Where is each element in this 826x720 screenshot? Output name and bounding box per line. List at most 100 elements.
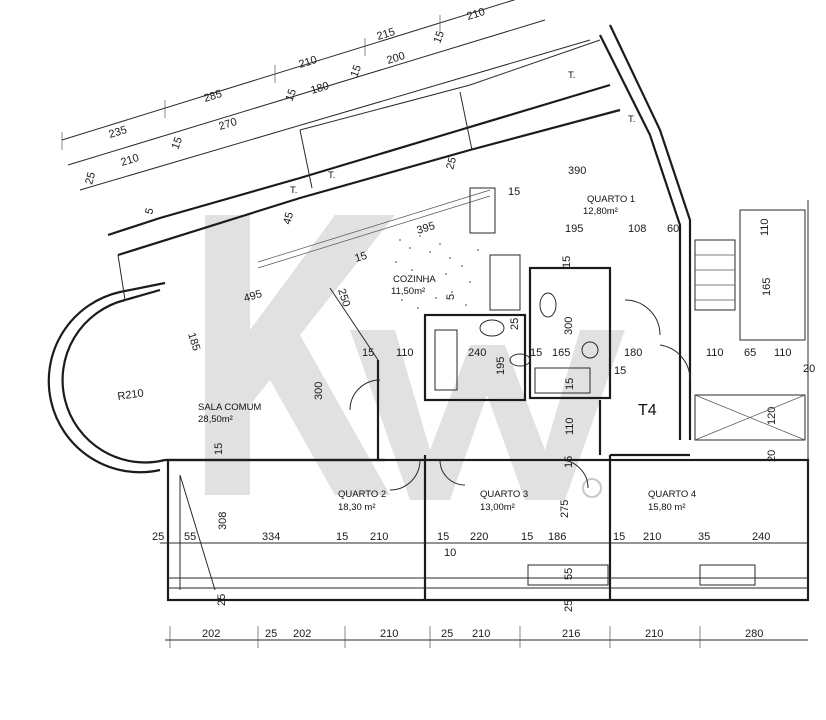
dim-b1-10: 10 bbox=[444, 547, 456, 559]
dim-5: 5 bbox=[445, 294, 457, 300]
dim-240: 240 bbox=[468, 347, 486, 359]
cozinha-name: COZINHA bbox=[393, 274, 436, 285]
quarto1-area: 12,80m² bbox=[583, 206, 618, 217]
quarto2-name: QUARTO 2 bbox=[338, 489, 386, 500]
dim-b1-15d: 15 bbox=[613, 531, 625, 543]
dim-495: 495 bbox=[242, 288, 263, 305]
dim-row3-25: 25 bbox=[83, 171, 98, 186]
dim-row3-15: 15 bbox=[508, 186, 520, 198]
top-dimension-chains bbox=[61, 0, 591, 191]
dim-row2-180: 180 bbox=[309, 80, 330, 97]
dim-b2-216: 216 bbox=[562, 628, 580, 640]
dim-60: 60 bbox=[667, 223, 679, 235]
quarto4-area: 15,80 m² bbox=[648, 502, 686, 513]
sala-area: 28,50m² bbox=[198, 414, 233, 425]
dim-275: 275 bbox=[559, 500, 571, 518]
typology-label: T4 bbox=[638, 402, 657, 419]
dim-110d: 110 bbox=[774, 347, 792, 359]
dim-195: 195 bbox=[565, 223, 583, 235]
dim-b1-15a: 15 bbox=[336, 531, 348, 543]
kw-watermark bbox=[205, 215, 625, 500]
sala-name: SALA COMUM bbox=[198, 402, 261, 413]
dim-15d: 15 bbox=[614, 365, 626, 377]
dim-top-215: 215 bbox=[375, 26, 396, 43]
radius-label: R210 bbox=[117, 387, 145, 403]
dim-15f: 15 bbox=[561, 256, 573, 268]
dim-b1-35: 35 bbox=[698, 531, 710, 543]
dim-15c: 15 bbox=[564, 378, 576, 390]
dim-b1-334: 334 bbox=[262, 531, 280, 543]
bottom-dimension-row2 bbox=[165, 626, 808, 648]
terrace-mark-4: T. bbox=[628, 114, 635, 125]
dim-20a: 20 bbox=[803, 363, 815, 375]
dim-15e: 15 bbox=[353, 250, 368, 265]
dim-390: 390 bbox=[568, 165, 586, 177]
dim-b2-25a: 25 bbox=[265, 628, 277, 640]
dim-195b: 195 bbox=[495, 357, 507, 375]
terrace-mark-2: T. bbox=[328, 170, 335, 181]
dim-row2-15a: 15 bbox=[170, 135, 185, 151]
dim-b1-55: 55 bbox=[184, 531, 196, 543]
quarto1-name: QUARTO 1 bbox=[587, 194, 635, 205]
quarto2-area: 18,30 m² bbox=[338, 502, 376, 513]
dim-row2-15b: 15 bbox=[284, 87, 299, 103]
dim-b2-280: 280 bbox=[745, 628, 763, 640]
dim-15a: 15 bbox=[362, 347, 374, 359]
dim-20b: 20 bbox=[766, 450, 778, 462]
quarto3-area: 13,00m² bbox=[480, 502, 515, 513]
dim-110b: 110 bbox=[564, 417, 576, 435]
dim-top-285: 285 bbox=[202, 88, 223, 105]
dim-165b: 165 bbox=[761, 278, 773, 296]
cozinha-area: 11,50m² bbox=[391, 286, 425, 297]
dim-b1-240: 240 bbox=[752, 531, 770, 543]
dim-108: 108 bbox=[628, 223, 646, 235]
dim-110a: 110 bbox=[396, 347, 414, 359]
walls bbox=[47, 24, 810, 602]
dim-row2-15d: 15 bbox=[432, 29, 447, 45]
dim-misc-55: 55 bbox=[563, 568, 575, 580]
dim-300a: 300 bbox=[313, 382, 325, 400]
dim-250: 250 bbox=[335, 287, 352, 308]
dim-b2-25b: 25 bbox=[441, 628, 453, 640]
dim-300b: 300 bbox=[563, 317, 575, 335]
dim-65: 65 bbox=[744, 347, 756, 359]
dim-row2-210: 210 bbox=[119, 152, 140, 169]
kitchen-hatch bbox=[395, 235, 479, 309]
dim-row3-45: 45 bbox=[281, 211, 296, 226]
dim-b1-25: 25 bbox=[152, 531, 164, 543]
dim-b1-210a: 210 bbox=[370, 531, 388, 543]
dim-15g: 15 bbox=[213, 443, 225, 455]
dim-185: 185 bbox=[185, 331, 202, 352]
dim-110e: 110 bbox=[759, 218, 771, 236]
dim-b1-15c: 15 bbox=[521, 531, 533, 543]
dim-top-235: 235 bbox=[107, 124, 128, 141]
dim-110c: 110 bbox=[706, 347, 724, 359]
dim-top-210b: 210 bbox=[465, 6, 486, 23]
dim-row2-200: 200 bbox=[385, 50, 406, 67]
dim-b2-202b: 202 bbox=[293, 628, 311, 640]
dim-b1-186: 186 bbox=[548, 531, 566, 543]
quarto4-name: QUARTO 4 bbox=[648, 489, 696, 500]
dim-misc-25a: 25 bbox=[216, 594, 228, 606]
dim-top-210a: 210 bbox=[297, 54, 318, 71]
dim-308: 308 bbox=[217, 512, 229, 530]
dim-b2-210a: 210 bbox=[380, 628, 398, 640]
dim-15h: 15 bbox=[563, 456, 575, 468]
dim-25a: 25 bbox=[509, 318, 521, 330]
dim-row2-270: 270 bbox=[217, 116, 238, 133]
dim-b2-202a: 202 bbox=[202, 628, 220, 640]
quarto3-name: QUARTO 3 bbox=[480, 489, 528, 500]
dim-120: 120 bbox=[766, 407, 778, 425]
dim-b1-210b: 210 bbox=[643, 531, 661, 543]
terrace-mark-3: T. bbox=[568, 70, 575, 81]
terrace-mark-1: T. bbox=[290, 185, 297, 196]
dim-b1-15b: 15 bbox=[437, 531, 449, 543]
dim-row3-5: 5 bbox=[143, 207, 156, 216]
dim-row3-25b: 25 bbox=[444, 156, 459, 171]
dim-misc-25b: 25 bbox=[563, 600, 575, 612]
dim-b2-210b: 210 bbox=[472, 628, 490, 640]
dim-b1-220: 220 bbox=[470, 531, 488, 543]
dim-165: 165 bbox=[552, 347, 570, 359]
dim-180: 180 bbox=[624, 347, 642, 359]
